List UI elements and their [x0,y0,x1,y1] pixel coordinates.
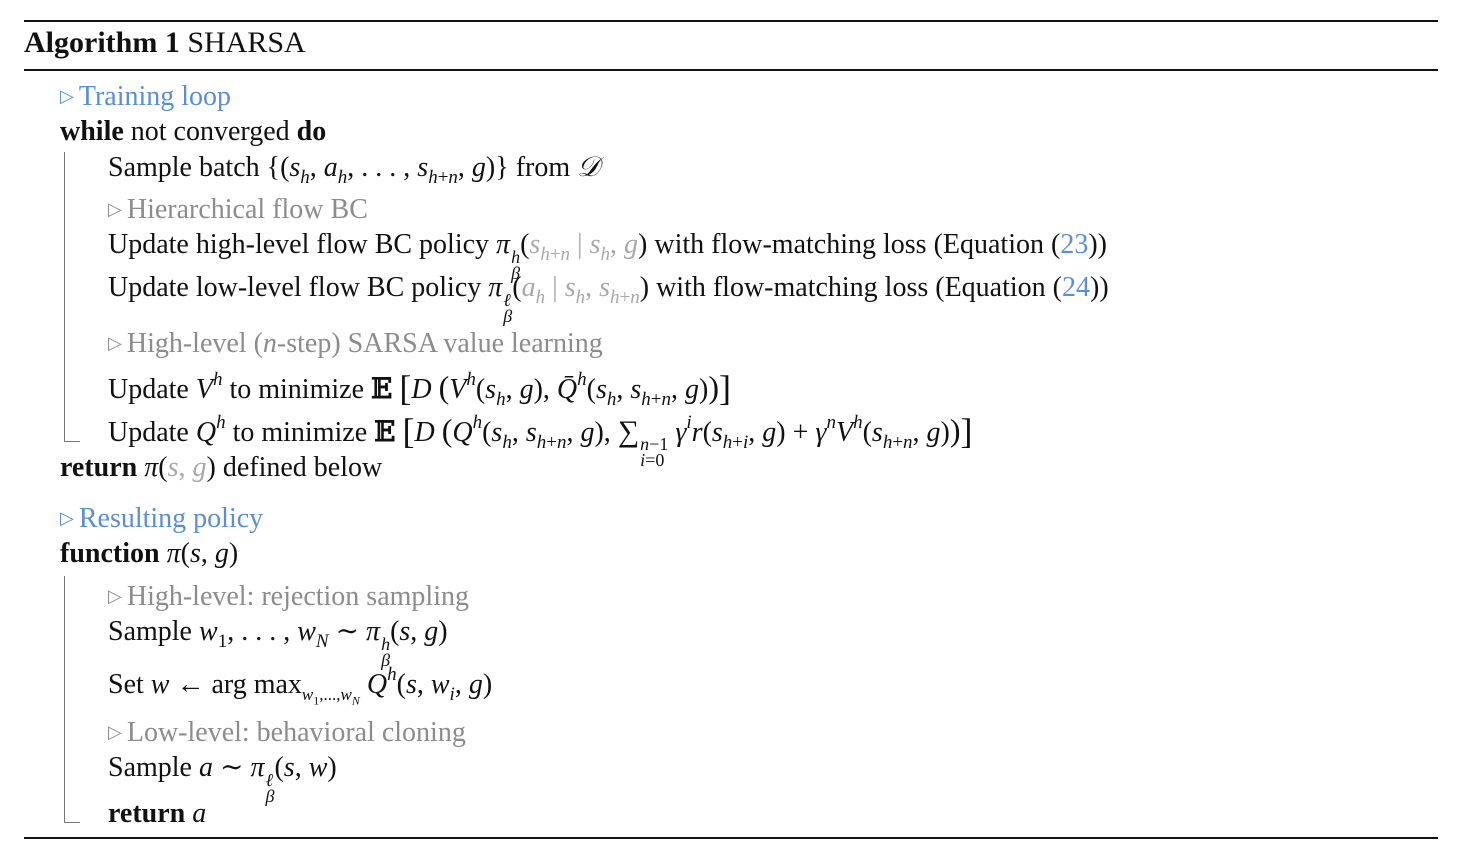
equation-ref-23[interactable]: 23 [1060,229,1089,260]
do-keyword: do [296,116,327,147]
while-line: while not converged do [60,115,326,149]
batch-formula: {(sh, ah, . . . , sh+n, g)} [266,152,509,188]
function-block-bracket [64,576,65,822]
behavioral-cloning-comment: ▷Low-level: behavioral cloning [108,717,466,748]
rejection-sampling-comment: ▷High-level: rejection sampling [108,581,469,612]
triangle-icon: ▷ [108,586,122,606]
function-block-foot [64,822,80,823]
q-symbol: Qh [195,412,226,448]
training-loop-comment: ▷Training loop [60,81,232,112]
not-converged-text: not converged [130,116,290,147]
triangle-icon: ▷ [108,722,122,742]
function-line: function π(s, g) [60,537,238,571]
update-v-line: Update Vh to minimize 𝔼 [D (Vh(sh, g), Q… [108,368,731,410]
return-policy-line: return π(s, g) defined below [60,452,383,483]
while-block-foot [64,441,80,442]
header-rule [24,69,1438,71]
return-keyword: return [60,452,138,483]
resulting-policy-comment: ▷Resulting policy [60,503,264,534]
policy-formula: π(s, g) [144,452,216,483]
return-a-line: return a [108,797,206,831]
action-symbol: a [192,798,207,829]
bottom-rule [24,837,1438,839]
triangle-icon: ▷ [108,333,122,353]
algorithm-label: Algorithm 1 [24,26,180,59]
algorithm-name: SHARSA [187,26,306,59]
algorithm-title: Algorithm 1 SHARSA [24,26,306,60]
v-loss-formula: 𝔼 [D (Vh(sh, g), Q̄h(sh, sh+n, g))] [371,368,731,410]
while-block-bracket [64,152,65,441]
dataset-symbol: 𝒟 [577,150,600,183]
set-w-formula: w ← arg maxw1,...,wN Qh(s, wi, g) [150,664,493,708]
sample-batch-line: Sample batch {(sh, ah, . . . , sh+n, g)}… [108,150,600,188]
hierarchical-bc-comment: ▷Hierarchical flow BC [108,194,368,225]
top-rule [24,20,1438,22]
v-symbol: Vh [195,369,223,405]
sarsa-comment: ▷High-level (n-step) SARSA value learnin… [108,328,603,359]
equation-ref-24[interactable]: 24 [1062,272,1090,303]
while-keyword: while [60,116,124,147]
return-keyword: return [108,798,186,829]
triangle-icon: ▷ [60,508,74,528]
update-q-line: Update Qh to minimize 𝔼 [D (Qh(sh, sh+n,… [108,411,973,470]
triangle-icon: ▷ [60,86,74,106]
function-keyword: function [60,538,160,569]
function-signature: π(s, g) [166,538,239,569]
set-w-line: Set w ← arg maxw1,...,wN Qh(s, wi, g) [108,664,493,708]
triangle-icon: ▷ [108,199,122,219]
